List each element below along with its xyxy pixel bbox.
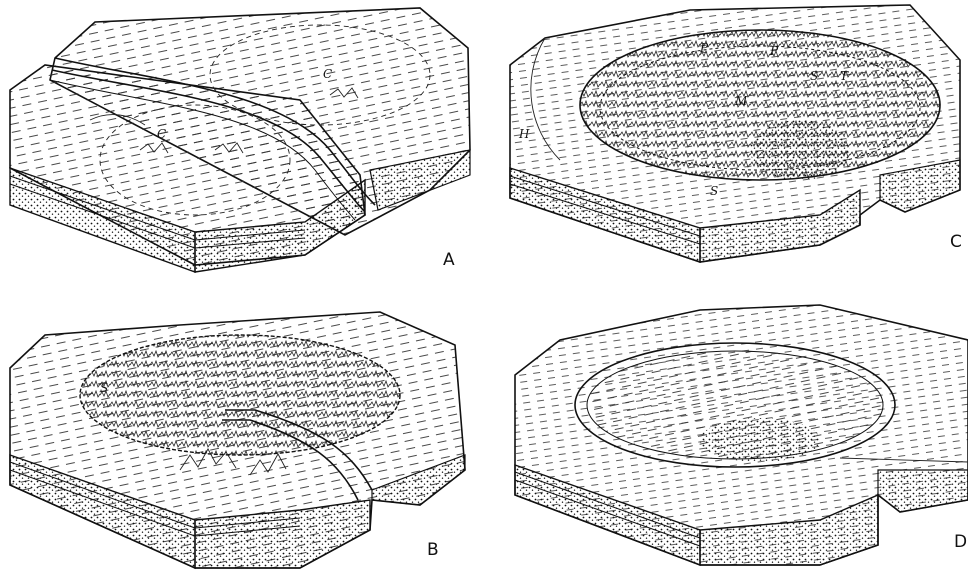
label-b-s: S — [100, 381, 108, 395]
panel-label-a: A — [443, 250, 455, 270]
label-c-s: S — [810, 69, 818, 83]
label-c-s2: S — [710, 184, 718, 198]
label-c-h: H — [518, 127, 530, 141]
label-c-m: M — [734, 94, 748, 108]
panel-b-diagram: S — [10, 312, 465, 568]
panel-a-diagram: C C — [10, 8, 470, 272]
label-c-p1: P — [699, 41, 709, 55]
panel-d-diagram — [515, 305, 968, 565]
panel-label-d: D — [954, 532, 968, 552]
label-c-t: T — [840, 69, 849, 83]
label-a-c1: C — [157, 127, 166, 141]
label-c-p2: P — [769, 44, 779, 58]
label-a-c2: C — [323, 67, 332, 81]
panel-c-diagram: H P P S T M S — [510, 5, 960, 262]
panel-label-c: C — [950, 232, 962, 252]
panel-label-b: B — [427, 540, 439, 560]
